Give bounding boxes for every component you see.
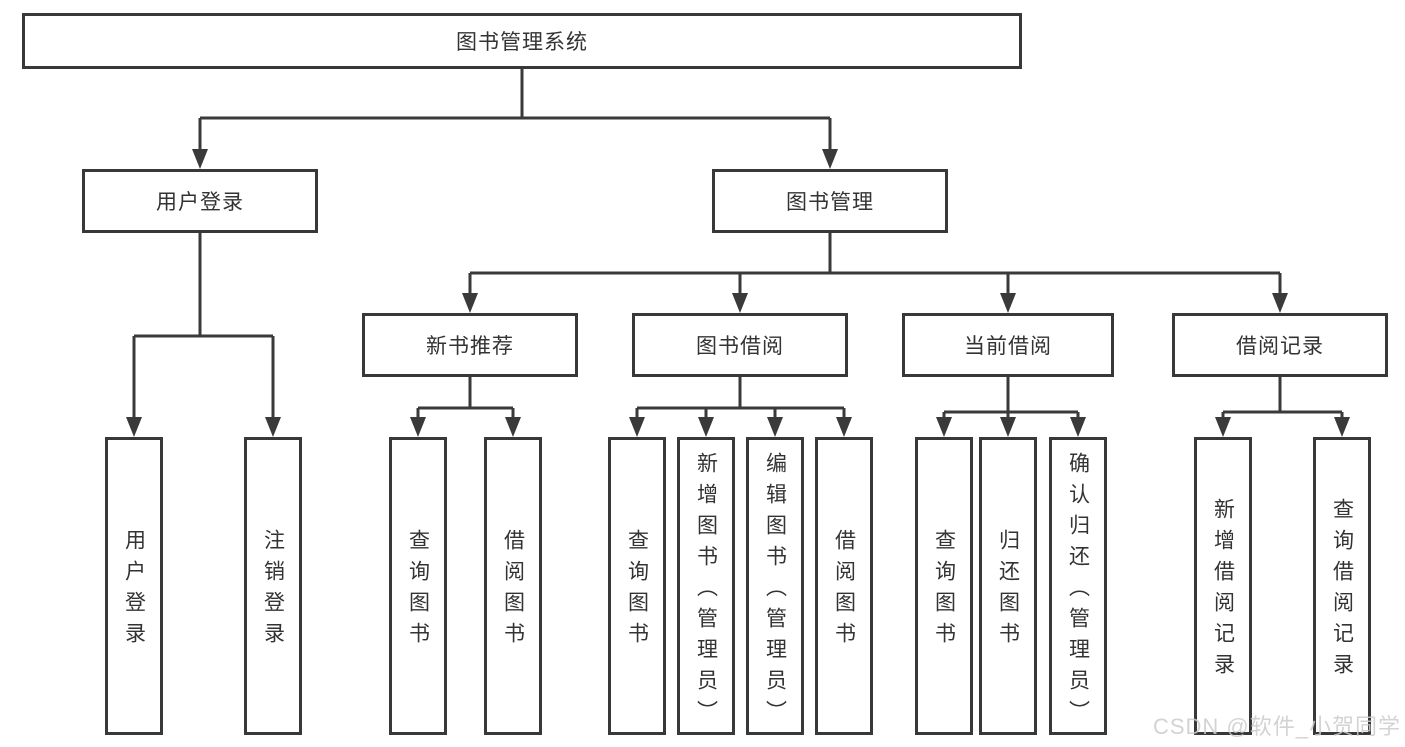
arrowhead	[1272, 293, 1288, 313]
arrowhead	[265, 417, 281, 437]
arrowhead	[192, 149, 208, 169]
arrowhead	[126, 417, 142, 437]
leaf-query-books-current: 查询图书	[915, 437, 973, 735]
connector-borrow-records-to-leaves	[1221, 377, 1344, 418]
node-root-book-management-system: 图书管理系统	[22, 13, 1022, 69]
arrowhead	[1215, 417, 1231, 437]
connector-user-login-to-leaves	[132, 233, 275, 418]
arrowhead	[1000, 417, 1016, 437]
arrowhead	[936, 417, 952, 437]
leaf-borrow-books: 借阅图书	[815, 437, 873, 735]
node-user-login: 用户登录	[82, 169, 318, 233]
csdn-watermark: CSDN @软件_小贺同学	[1152, 714, 1401, 739]
connector-current-borrow-to-leaves	[942, 377, 1080, 418]
leaf-borrow-books-recommend: 借阅图书	[484, 437, 542, 735]
arrowhead	[505, 417, 521, 437]
node-book-borrow: 图书借阅	[632, 313, 848, 377]
leaf-edit-books-admin: 编辑图书（管理员）	[746, 437, 804, 735]
arrowhead	[410, 417, 426, 437]
connector-book-borrow-to-leaves	[635, 377, 846, 418]
node-book-management: 图书管理	[712, 169, 948, 233]
leaf-query-borrow-record: 查询借阅记录	[1313, 437, 1371, 735]
arrowhead	[629, 417, 645, 437]
node-borrow-records: 借阅记录	[1172, 313, 1388, 377]
connector-new-books-to-leaves	[416, 377, 515, 418]
node-new-book-recommend: 新书推荐	[362, 313, 578, 377]
leaf-add-borrow-record: 新增借阅记录	[1194, 437, 1252, 735]
arrowhead	[462, 293, 478, 313]
connector-book-mgmt-to-level3	[468, 233, 1282, 294]
node-current-borrow: 当前借阅	[902, 313, 1114, 377]
arrowhead	[836, 417, 852, 437]
connector-root-to-level2	[198, 69, 832, 150]
arrowhead	[1070, 417, 1086, 437]
arrowhead	[732, 293, 748, 313]
leaf-confirm-return-admin: 确认归还（管理员）	[1049, 437, 1107, 735]
arrowhead	[767, 417, 783, 437]
leaf-add-books-admin: 新增图书（管理员）	[677, 437, 735, 735]
arrowhead	[822, 149, 838, 169]
leaf-query-books-borrow: 查询图书	[608, 437, 666, 735]
arrowhead	[1000, 293, 1016, 313]
leaf-logout: 注销登录	[244, 437, 302, 735]
arrowhead	[1334, 417, 1350, 437]
leaf-user-login: 用户登录	[105, 437, 163, 735]
arrowhead	[698, 417, 714, 437]
arrowheads	[126, 149, 1350, 437]
leaf-return-books: 归还图书	[979, 437, 1037, 735]
leaf-query-books-recommend: 查询图书	[389, 437, 447, 735]
